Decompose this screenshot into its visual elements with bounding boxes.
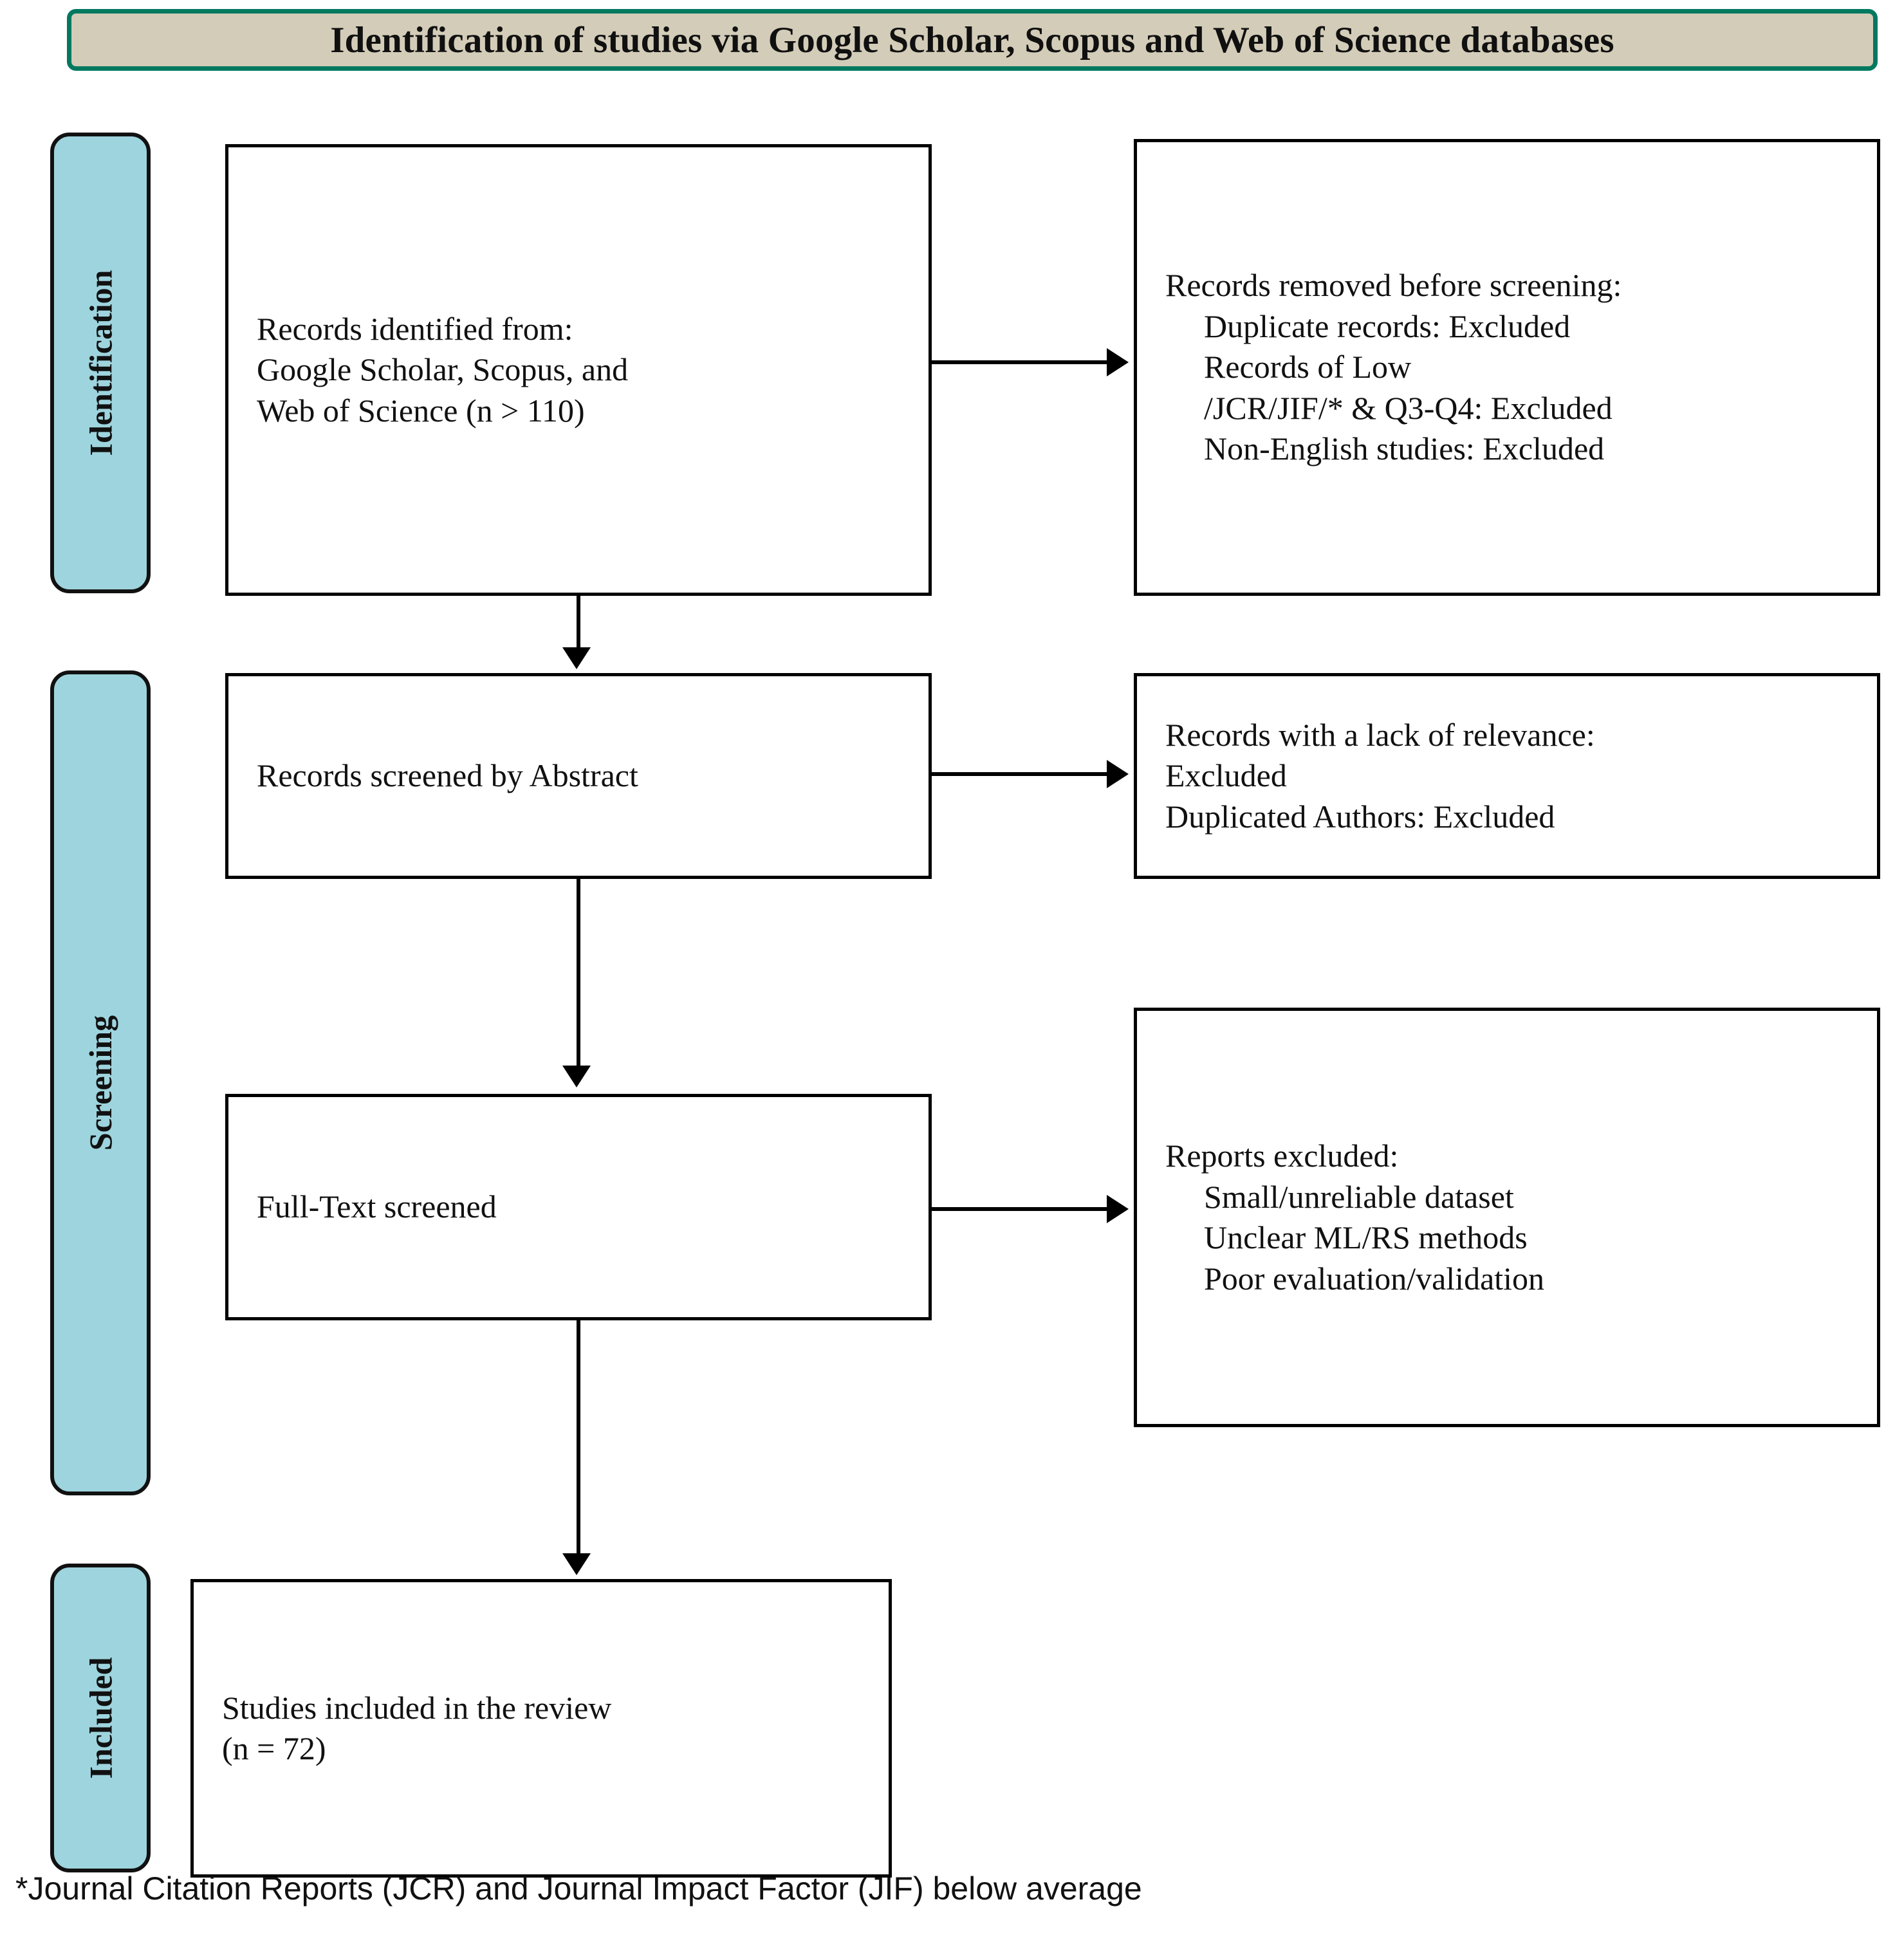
stage-label-identification-text: Identification: [82, 270, 118, 456]
stage-label-included-text: Included: [82, 1657, 118, 1779]
arrow-screened-to-relevance-line: [932, 772, 1111, 776]
box-line: Records screened by Abstract: [257, 757, 638, 794]
box-line: Reports excluded:: [1165, 1138, 1399, 1174]
box-line: Duplicated Authors: Excluded: [1165, 798, 1555, 835]
box-line: Web of Science (n > 110): [257, 392, 585, 429]
arrow-fulltext-to-reports-line: [932, 1207, 1111, 1211]
box-line: Records of Low: [1204, 349, 1412, 385]
box-records-removed-before-screening: Records removed before screening: Duplic…: [1134, 139, 1880, 596]
box-line: /JCR/JIF/* & Q3-Q4: Excluded: [1204, 389, 1613, 426]
diagram-title: Identification of studies via Google Sch…: [330, 19, 1614, 60]
box-studies-included-in-review: Studies included in the review (n = 72): [190, 1579, 892, 1878]
box-line: Records removed before screening:: [1165, 267, 1622, 304]
arrow-down-icon: [562, 1066, 591, 1087]
stage-label-identification: Identification: [50, 133, 151, 593]
arrow-down-icon: [562, 1553, 591, 1575]
box-line: Small/unreliable dataset: [1204, 1178, 1514, 1215]
box-line: Duplicate records: Excluded: [1204, 308, 1571, 344]
stage-label-screening-text: Screening: [82, 1015, 118, 1151]
box-reports-excluded: Reports excluded: Small/unreliable datas…: [1134, 1008, 1880, 1427]
arrow-right-icon: [1107, 348, 1129, 376]
box-line: Google Scholar, Scopus, and: [257, 351, 629, 388]
footnote-text: *Journal Citation Reports (JCR) and Jour…: [15, 1870, 1142, 1907]
arrow-identified-to-screened-line: [577, 596, 580, 651]
arrow-screened-to-fulltext-line: [577, 879, 580, 1068]
box-full-text-screened: Full-Text screened: [225, 1094, 932, 1320]
box-line: Records with a lack of relevance:: [1165, 716, 1595, 753]
diagram-header-banner: Identification of studies via Google Sch…: [67, 9, 1878, 71]
stage-label-included: Included: [50, 1564, 151, 1872]
arrow-right-icon: [1107, 760, 1129, 788]
box-records-identified: Records identified from: Google Scholar,…: [225, 144, 932, 596]
box-line: Full-Text screened: [257, 1188, 497, 1225]
box-line: Studies included in the review: [222, 1689, 612, 1726]
box-line: Poor evaluation/validation: [1204, 1260, 1545, 1297]
box-records-lack-of-relevance: Records with a lack of relevance: Exclud…: [1134, 673, 1880, 879]
arrow-down-icon: [562, 647, 591, 669]
box-line: Non-English studies: Excluded: [1204, 430, 1605, 467]
arrow-identified-to-removed-line: [932, 360, 1111, 364]
box-line: Records identified from:: [257, 310, 573, 347]
box-records-screened-by-abstract: Records screened by Abstract: [225, 673, 932, 879]
box-line: Excluded: [1165, 757, 1287, 794]
box-line: (n = 72): [222, 1730, 326, 1766]
arrow-fulltext-to-included-line: [577, 1320, 580, 1556]
stage-label-screening: Screening: [50, 670, 151, 1495]
arrow-right-icon: [1107, 1195, 1129, 1223]
box-line: Unclear ML/RS methods: [1204, 1219, 1528, 1255]
